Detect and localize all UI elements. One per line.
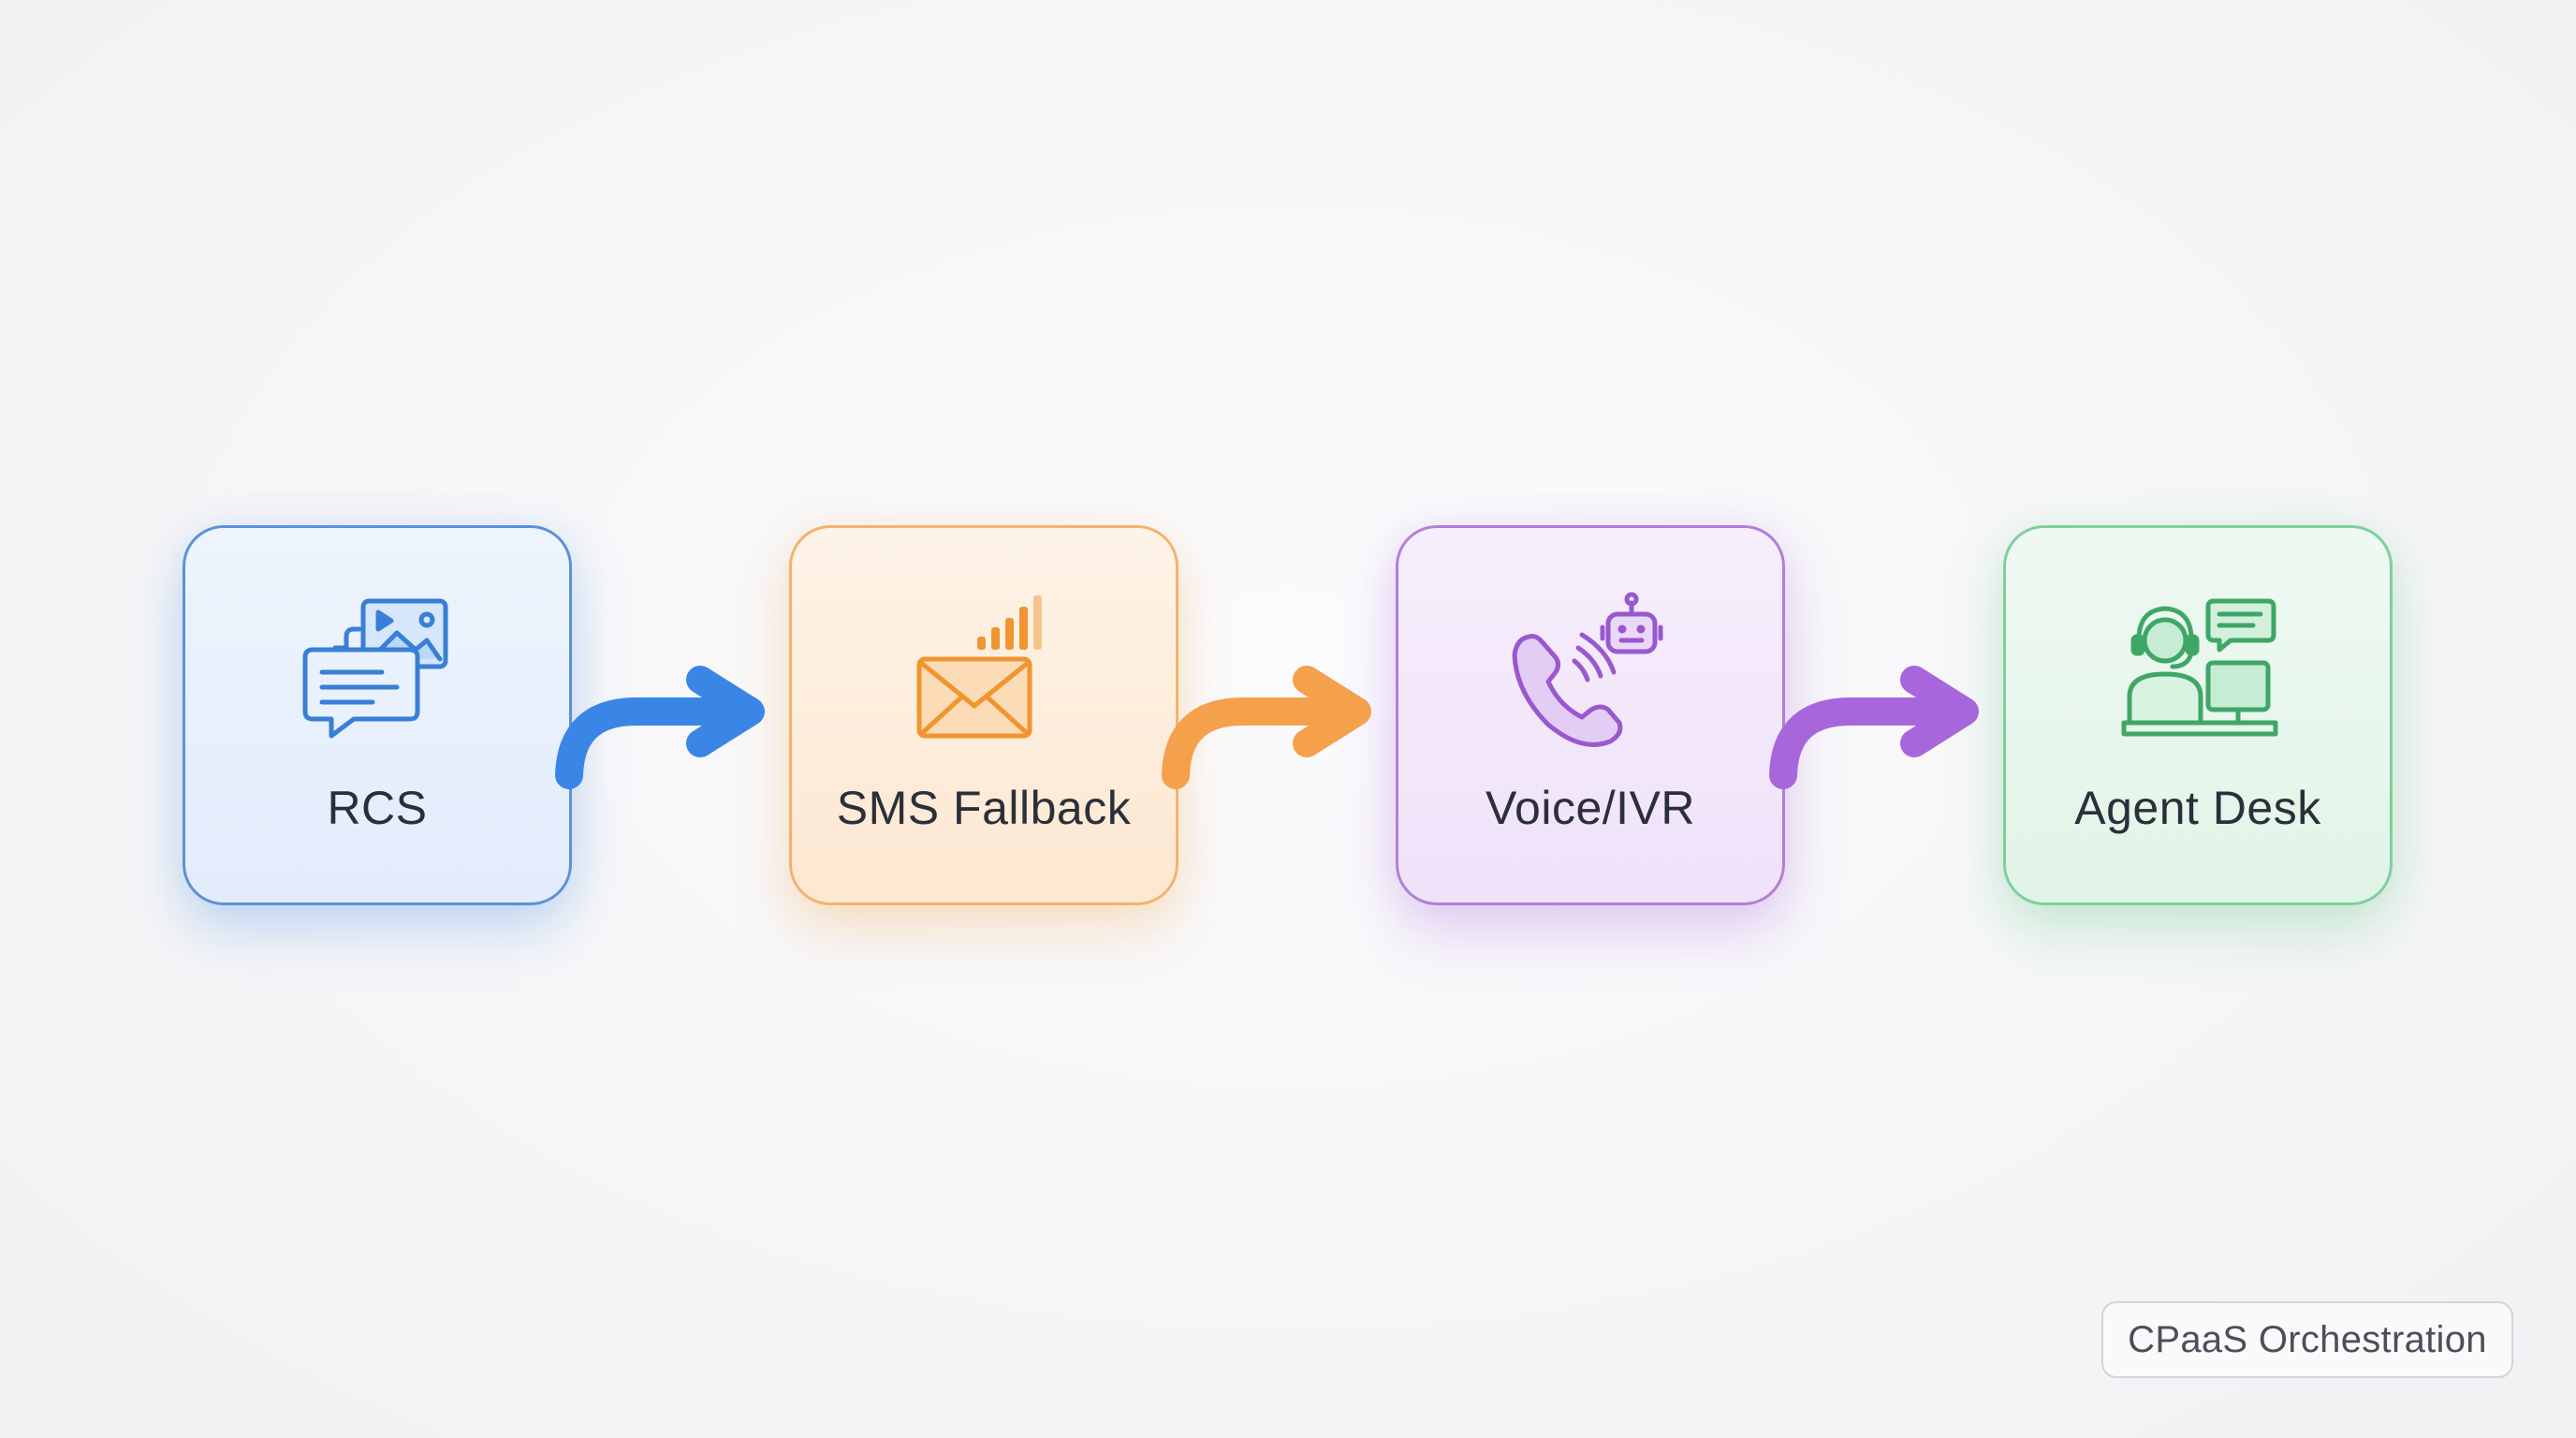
arrow-right-icon — [1162, 666, 1371, 789]
envelope-signal-icon — [916, 595, 1042, 739]
arrow-right-icon — [1769, 666, 1979, 789]
step-card-rcs: RCS — [183, 525, 572, 905]
rcs-chat-media-icon — [302, 598, 448, 739]
agent-headset-icon — [2121, 598, 2278, 737]
step-card-agent-desk: Agent Desk — [2003, 525, 2393, 905]
step-card-sms-fallback: SMS Fallback — [789, 525, 1178, 905]
step-label-rcs: RCS — [327, 782, 428, 834]
phone-bot-icon — [1512, 592, 1663, 747]
step-label-voice-ivr: Voice/IVR — [1485, 782, 1696, 834]
arrow-right-icon — [555, 666, 765, 789]
step-label-agent-desk: Agent Desk — [2074, 782, 2321, 834]
orchestration-badge: CPaaS Orchestration — [2101, 1301, 2513, 1378]
step-card-voice-ivr: Voice/IVR — [1396, 525, 1785, 905]
step-label-sms-fallback: SMS Fallback — [836, 782, 1132, 834]
